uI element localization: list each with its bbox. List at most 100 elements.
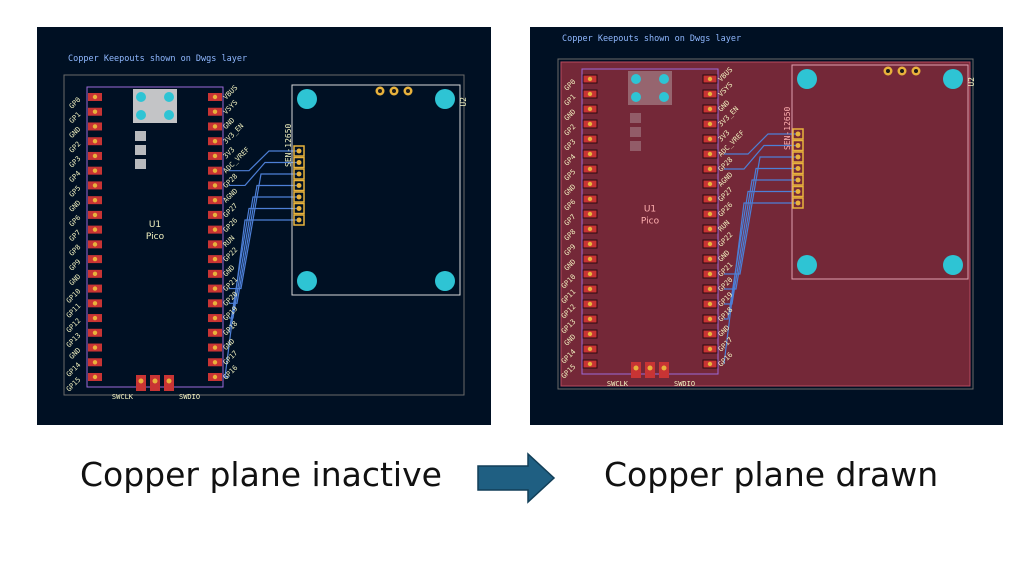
pin-drill — [92, 212, 98, 218]
trace — [229, 161, 299, 187]
pin-drill — [92, 94, 98, 100]
pin-drill — [212, 168, 218, 173]
mounting-hole — [943, 69, 963, 89]
usb-hole — [631, 92, 641, 102]
usb-hole — [136, 110, 146, 120]
pin-drill — [707, 226, 713, 232]
pin-drill — [92, 315, 98, 321]
left-pin-label: GP5 — [68, 184, 83, 199]
test-pad — [630, 127, 641, 137]
test-pad — [135, 159, 146, 169]
pin-drill — [587, 91, 593, 97]
pin-drill — [92, 168, 98, 173]
board-outline — [63, 74, 465, 396]
pin-drill — [707, 91, 713, 97]
usb-hole — [136, 92, 146, 102]
u2-outline — [291, 84, 461, 296]
pin-drill — [212, 212, 218, 218]
usb-hole — [164, 92, 174, 102]
pin-drill — [92, 286, 98, 291]
header-pad — [293, 202, 305, 215]
keepout-note: Copper Keepouts shown on Dwgs layer — [68, 54, 247, 64]
right-pin-label: GP26 — [222, 216, 240, 234]
swdio-label: SWDIO — [674, 380, 695, 388]
pin-drill — [212, 345, 218, 350]
header-drill — [296, 171, 302, 177]
test-pad — [630, 113, 641, 123]
caption-before: Copper plane inactive — [80, 455, 442, 494]
pin-drill — [92, 242, 98, 247]
header-pad — [792, 151, 804, 163]
u2-top-drill — [900, 69, 904, 73]
mounting-hole — [435, 89, 455, 109]
keepout-note: Copper Keepouts shown on Dwgs layer — [562, 34, 741, 44]
left-pin-label: GP15 — [65, 376, 83, 394]
pin-drill — [587, 121, 593, 127]
left-pin-label: GP0 — [68, 96, 83, 111]
header-pad — [293, 168, 305, 180]
swdio-label: SWDIO — [179, 393, 200, 401]
usb-hole — [659, 74, 669, 84]
header-pad — [792, 162, 804, 175]
pin-drill — [587, 76, 593, 82]
left-pin-label: GP4 — [68, 169, 83, 184]
left-pin-label: GP12 — [65, 317, 83, 335]
right-pin-label: VSYS — [222, 99, 240, 117]
header-drill — [795, 166, 801, 171]
left-pin-label: GP2 — [68, 140, 83, 155]
right-pin-label: GP28 — [222, 172, 240, 190]
pin-drill — [707, 136, 713, 142]
trace — [228, 207, 299, 333]
right-pin-label: GP22 — [222, 246, 240, 264]
left-pin-label: GP3 — [68, 155, 83, 170]
left-pin-label: GP9 — [68, 258, 83, 273]
header-drill — [296, 183, 302, 188]
left-pin-label: GP1 — [68, 110, 83, 125]
pin-drill — [92, 197, 98, 203]
pin-drill — [707, 241, 713, 247]
pin-drill — [587, 151, 593, 157]
header-pad — [792, 185, 804, 198]
debug-drill — [152, 378, 158, 384]
header-drill — [795, 189, 801, 194]
right-pin-label: GP16 — [222, 364, 240, 382]
pin-drill — [587, 346, 593, 352]
pin-drill — [587, 166, 593, 172]
pin-drill — [212, 315, 218, 321]
u2-ref: U2 — [459, 97, 468, 107]
test-pad — [630, 141, 641, 151]
mounting-hole — [297, 89, 317, 109]
header-pad — [293, 145, 305, 157]
u2-top-drill — [406, 89, 410, 93]
board-outline — [557, 58, 974, 390]
pin-drill — [212, 301, 218, 306]
u1-value: Pico — [641, 217, 660, 227]
header-pad — [293, 214, 305, 226]
pin-drill — [587, 286, 593, 292]
header-pad — [792, 139, 804, 152]
pin-drill — [707, 316, 713, 322]
pin-drill — [212, 256, 218, 262]
mounting-hole — [297, 271, 317, 291]
pin-drill — [212, 271, 218, 277]
trace — [229, 150, 299, 172]
test-pad — [135, 131, 146, 141]
pin-drill — [212, 183, 218, 188]
pin-drill — [212, 94, 218, 100]
header-drill — [795, 177, 801, 183]
pin-drill — [707, 181, 713, 187]
pin-drill — [707, 271, 713, 277]
u1-value: Pico — [146, 232, 165, 242]
mounting-hole — [797, 69, 817, 89]
pin-drill — [92, 256, 98, 262]
pin-drill — [92, 345, 98, 350]
u2-ref: U2 — [967, 77, 976, 87]
left-pin-label: GP14 — [65, 361, 83, 379]
header-drill — [795, 131, 801, 137]
right-arrow-icon — [477, 452, 556, 504]
u2-value: SEN-12650 — [284, 123, 293, 167]
trace — [229, 184, 299, 304]
pin-drill — [587, 211, 593, 217]
